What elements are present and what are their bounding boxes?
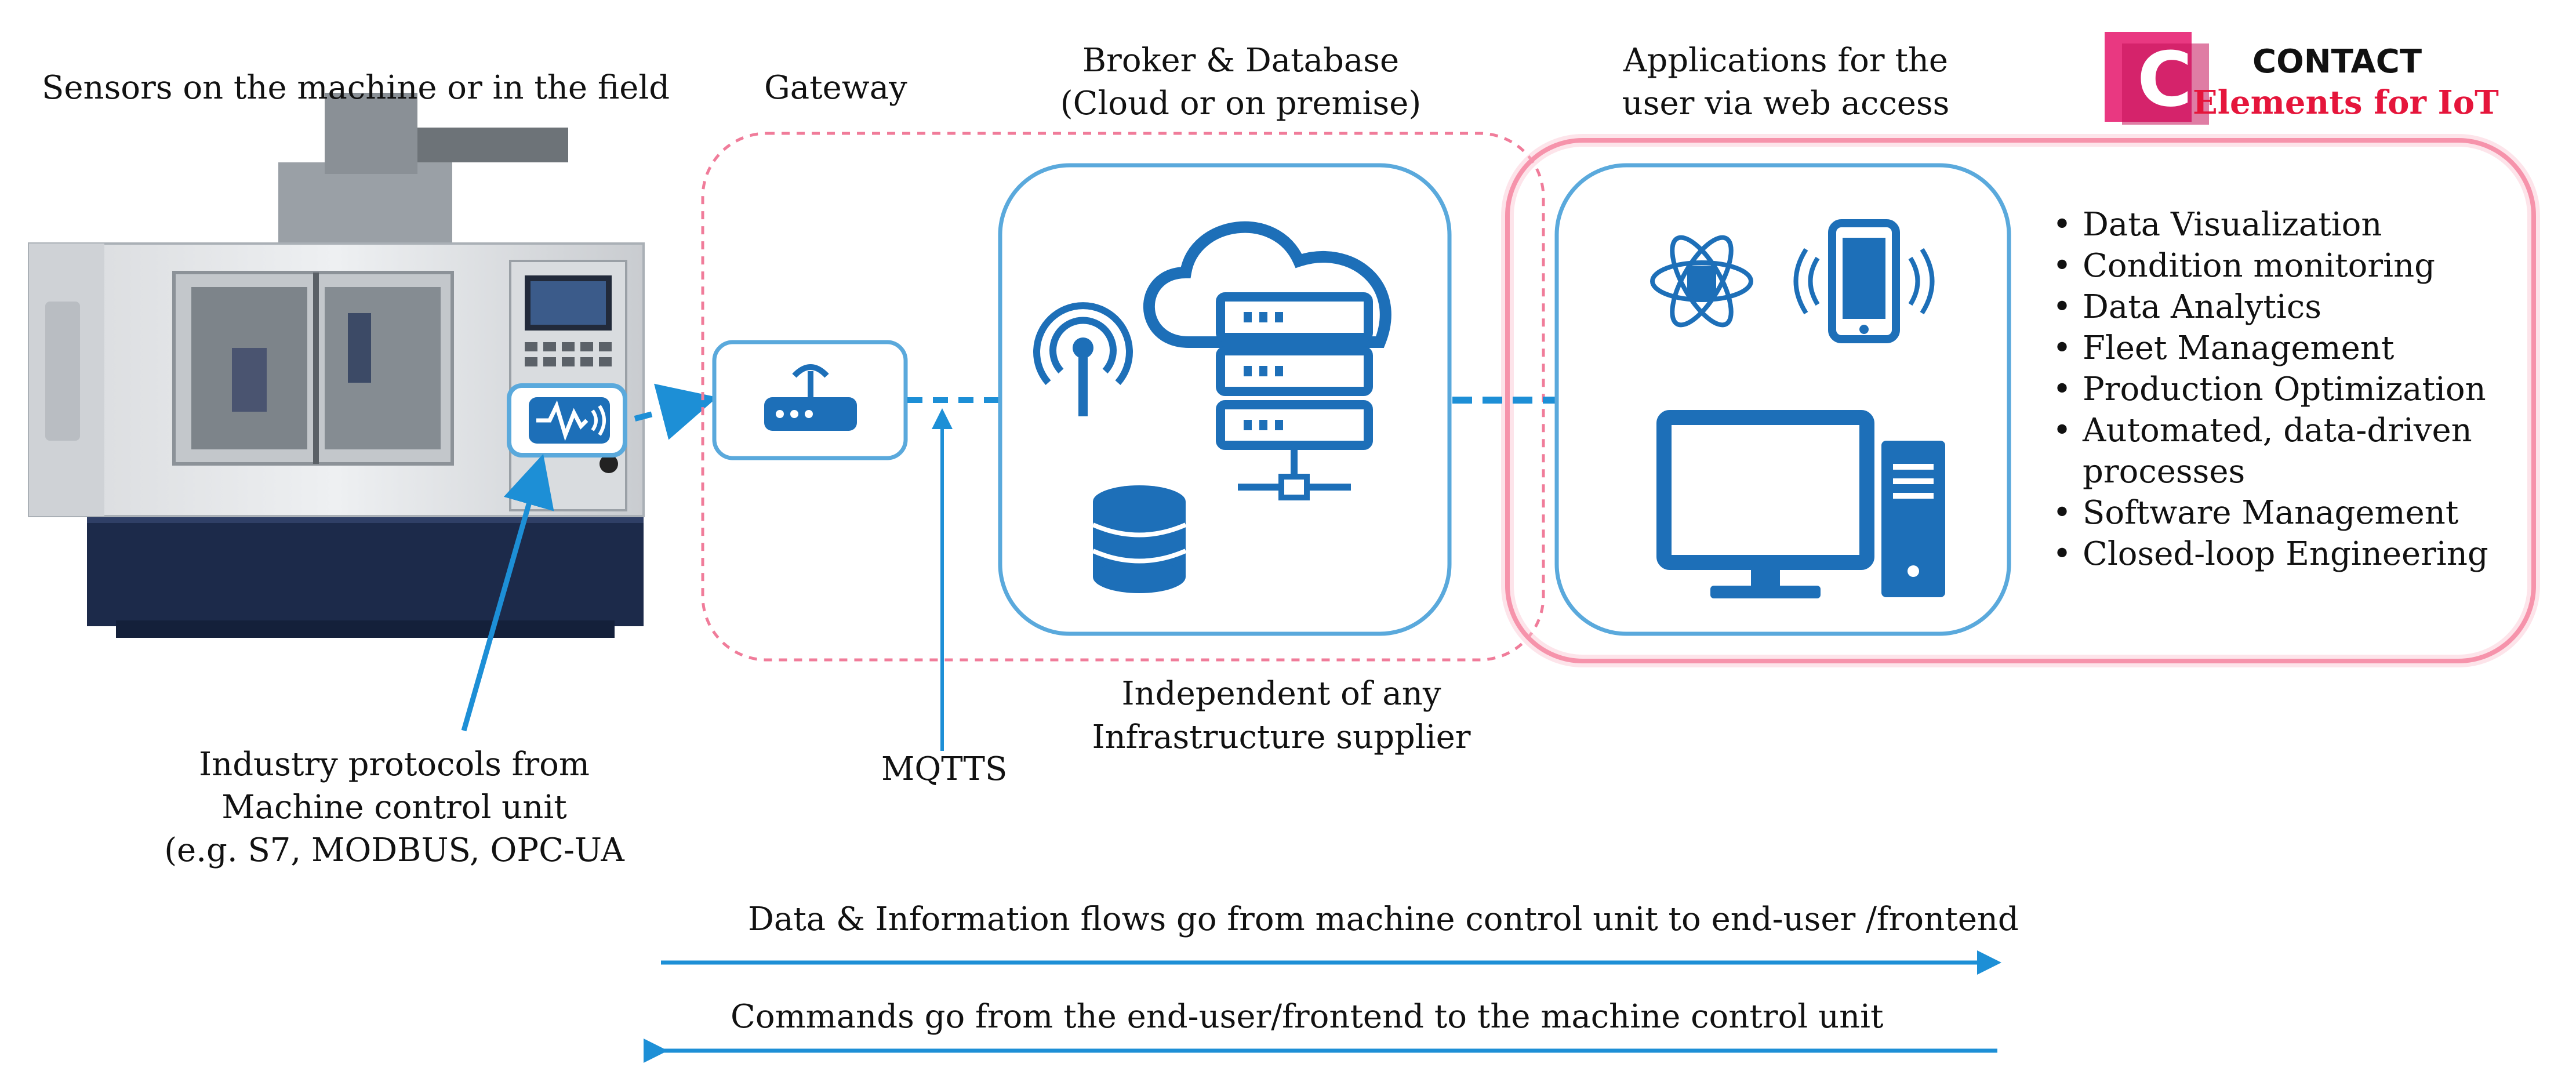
sensor-to-gateway-link [634, 383, 718, 440]
antenna-icon [1033, 302, 1133, 416]
signal-wave-icon [536, 400, 588, 441]
commands-flow-label: Commands go from the end-user/frontend t… [731, 998, 1884, 1036]
feature-list: Data Visualization Condition monitoring … [2052, 204, 2488, 575]
desktop-computer-icon [1656, 410, 1945, 598]
machine-base [87, 510, 644, 626]
data-flow-label: Data & Information flows go from machine… [748, 901, 2019, 938]
analytics-atom-icon [1650, 235, 1753, 328]
list-item: Condition monitoring [2052, 245, 2488, 286]
apps-label-line1: Applications for the [1623, 42, 1949, 79]
smartphone-icon [1793, 219, 1935, 343]
broker-label-line1: Broker & Database [1082, 42, 1400, 79]
router-icon [764, 364, 857, 431]
protocols-label-line3: (e.g. S7, MODBUS, OPC-UA [164, 832, 624, 869]
database-icon [1092, 485, 1187, 593]
server-icon [1216, 292, 1373, 500]
list-item-continuation: processes [2083, 453, 2246, 491]
list-item: Production Optimization [2052, 369, 2488, 410]
list-item: Data Visualization [2052, 204, 2488, 245]
svg-text:C: C [2137, 35, 2192, 124]
list-item: Closed-loop Engineering [2052, 533, 2488, 575]
list-item: Automated, data-driven [2052, 410, 2488, 451]
cloud-icon [1143, 221, 1391, 348]
independent-label-line2: Infrastructure supplier [1092, 718, 1471, 756]
logo-wordmark: CONTACT [2252, 43, 2422, 81]
broker-label-line2: (Cloud or on premise) [1060, 85, 1422, 122]
list-item: Software Management [2052, 492, 2488, 533]
apps-label-line2: user via web access [1622, 85, 1950, 122]
mqtts-label: MQTTS [881, 750, 1008, 788]
protocol-pointer-arrow [461, 453, 554, 732]
sensors-label: Sensors on the machine or in the field [42, 69, 670, 107]
cnc-machine-illustration [28, 93, 645, 638]
applications-region [1505, 138, 2536, 663]
contact-logo-mark: C [2105, 32, 2209, 125]
logo-tagline: Elements for IoT [2193, 83, 2499, 122]
protocols-label-line1: Industry protocols from [199, 746, 590, 783]
independent-label-line1: Independent of any [1121, 675, 1441, 713]
sensor-device [507, 383, 627, 458]
protocols-label-line2: Machine control unit [221, 789, 567, 826]
list-item: Data Analytics [2052, 286, 2488, 328]
list-item: Fleet Management [2052, 328, 2488, 369]
gateway-label: Gateway [764, 69, 907, 107]
